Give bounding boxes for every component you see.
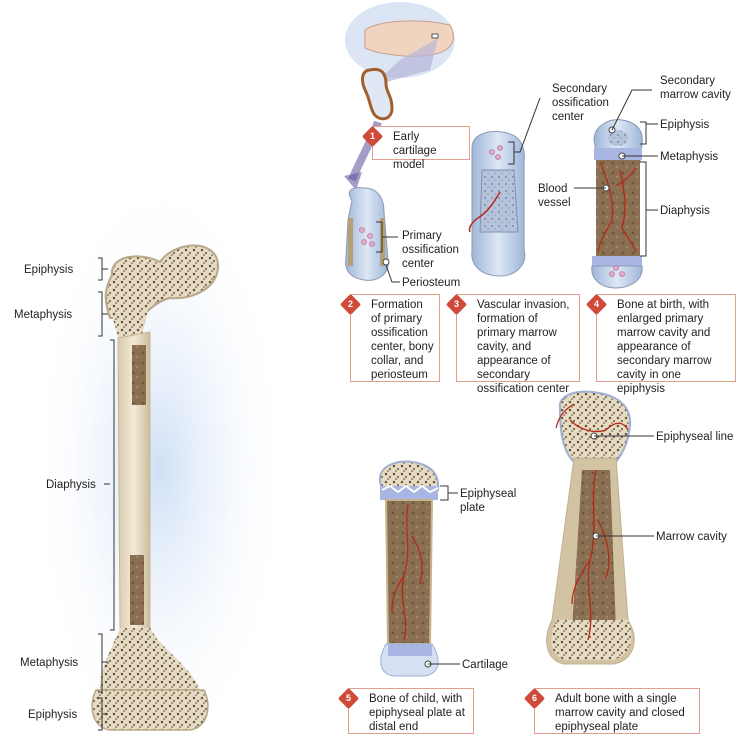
label-epiphysis-bottom: Epiphysis — [28, 709, 77, 721]
label-epiphysis-top: Epiphysis — [24, 264, 73, 276]
caption-stage-4: 4 Bone at birth, with enlarged primary m… — [585, 293, 736, 395]
label-metaphysis-top: Metaphysis — [14, 309, 72, 321]
caption-stage-1: 1 Early cartilage model — [361, 125, 470, 171]
label-s4-metaphysis: Metaphysis — [660, 151, 718, 163]
label-metaphysis-bottom: Metaphysis — [20, 657, 78, 669]
label-s4-epiphysis: Epiphysis — [660, 119, 709, 131]
label-epiphyseal-line: Epiphyseal line — [656, 431, 733, 443]
label-s4-diaphysis: Diaphysis — [660, 205, 710, 217]
label-diaphysis: Diaphysis — [46, 479, 96, 491]
caption-stage-2: 2 Formation of primary ossification cent… — [339, 293, 440, 382]
caption-stage-6: 6 Adult bone with a single marrow cavity… — [523, 687, 700, 734]
label-marrow-cavity: Marrow cavity — [656, 531, 727, 543]
caption-stage-5: 5 Bone of child, with epiphyseal plate a… — [337, 687, 474, 734]
left-femur: Epiphysis Metaphysis Diaphysis Metaphysi… — [14, 170, 290, 750]
label-cartilage: Cartilage — [462, 659, 508, 671]
stage-6-illustration: Epiphyseal line Marrow cavity — [546, 390, 733, 665]
caption-stage-3: 3 Vascular invasion, formation of primar… — [445, 293, 580, 395]
label-periosteum: Periosteum — [402, 277, 460, 289]
